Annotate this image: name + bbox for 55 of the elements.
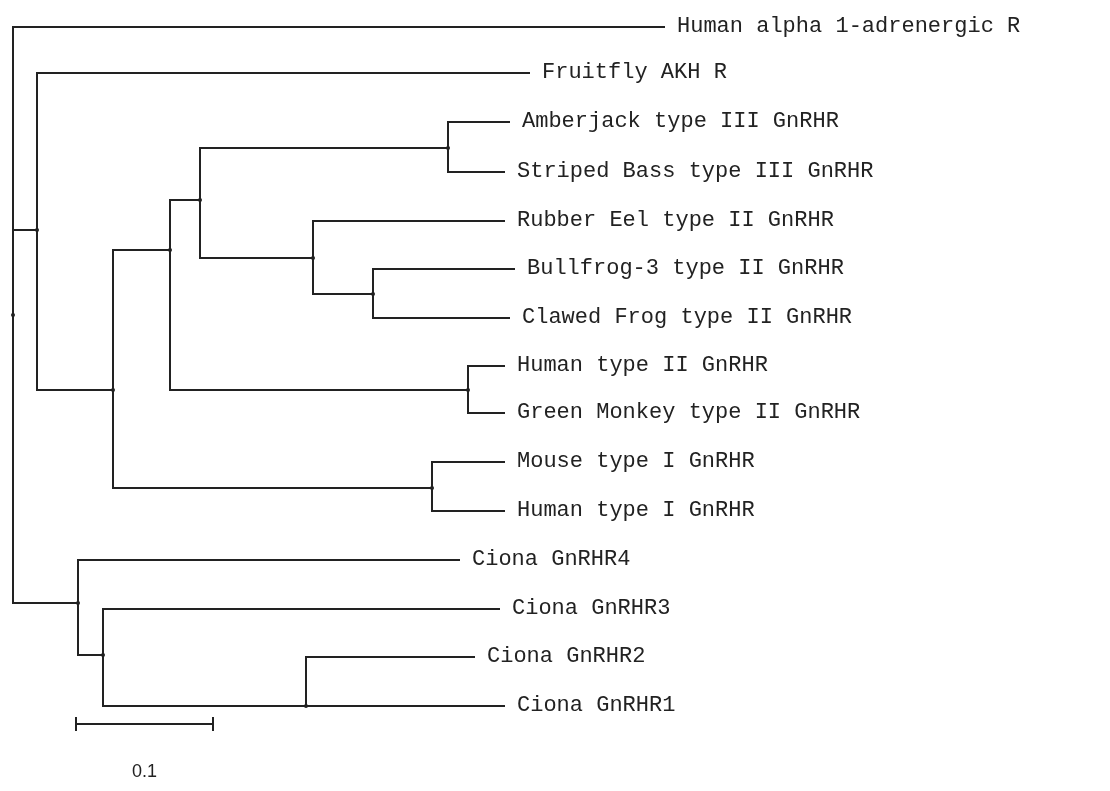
tree-branch xyxy=(372,268,516,295)
taxon-label: Human type I GnRHR xyxy=(505,498,755,524)
tree-branch xyxy=(447,147,506,173)
branch-point xyxy=(371,292,375,296)
taxon-label: Green Monkey type II GnRHR xyxy=(505,400,861,426)
taxon-label: Rubber Eel type II GnRHR xyxy=(505,208,834,234)
taxon-label: Human alpha 1-adrenergic R xyxy=(665,14,1021,40)
branch-point xyxy=(76,601,80,605)
tree-branch xyxy=(102,608,501,656)
taxon-label: Amberjack type III GnRHR xyxy=(510,109,839,135)
taxon-label: Ciona GnRHR2 xyxy=(475,644,646,670)
taxon-label: Clawed Frog type II GnRHR xyxy=(510,305,853,331)
tree-branch xyxy=(305,656,476,707)
tree-branch xyxy=(312,257,374,295)
tree-branch xyxy=(36,72,531,231)
tree-branch xyxy=(467,389,506,414)
tree-branch xyxy=(12,314,79,604)
tree-branch xyxy=(372,293,511,319)
tree-branch xyxy=(102,654,307,707)
branch-point xyxy=(311,256,315,260)
tree-branch xyxy=(77,602,104,656)
tree-branch xyxy=(199,199,314,259)
tree-branch xyxy=(169,199,201,251)
taxon-label: Ciona GnRHR3 xyxy=(500,596,671,622)
tree-branch xyxy=(36,229,114,391)
taxon-label: Ciona GnRHR1 xyxy=(505,693,676,719)
taxon-label: Human type II GnRHR xyxy=(505,353,768,379)
tree-branch xyxy=(112,389,433,489)
branch-point xyxy=(35,228,39,232)
branch-point xyxy=(466,388,470,392)
tree-branch xyxy=(447,121,511,149)
branch-point xyxy=(111,388,115,392)
tree-branch xyxy=(77,559,461,604)
branch-point xyxy=(168,248,172,252)
branch-point xyxy=(11,313,15,317)
branch-point xyxy=(446,146,450,150)
taxon-label: Mouse type I GnRHR xyxy=(505,449,755,475)
branch-point xyxy=(304,704,308,708)
taxon-label: Fruitfly AKH R xyxy=(530,60,727,86)
tree-branch xyxy=(431,461,506,489)
tree-branch xyxy=(467,365,506,391)
tree-branch xyxy=(431,487,506,512)
tree-branch xyxy=(169,249,469,391)
tree-branch xyxy=(305,705,506,707)
branch-point xyxy=(198,198,202,202)
tree-branch xyxy=(112,249,171,391)
taxon-label: Ciona GnRHR4 xyxy=(460,547,631,573)
taxon-label: Striped Bass type III GnRHR xyxy=(505,159,874,185)
tree-branch xyxy=(12,229,38,316)
taxon-label: Bullfrog-3 type II GnRHR xyxy=(515,256,844,282)
branch-point xyxy=(430,486,434,490)
tree-branch xyxy=(199,147,449,201)
tree-branch xyxy=(312,220,506,259)
scale-label: 0.1 xyxy=(132,760,158,783)
branch-point xyxy=(101,653,105,657)
